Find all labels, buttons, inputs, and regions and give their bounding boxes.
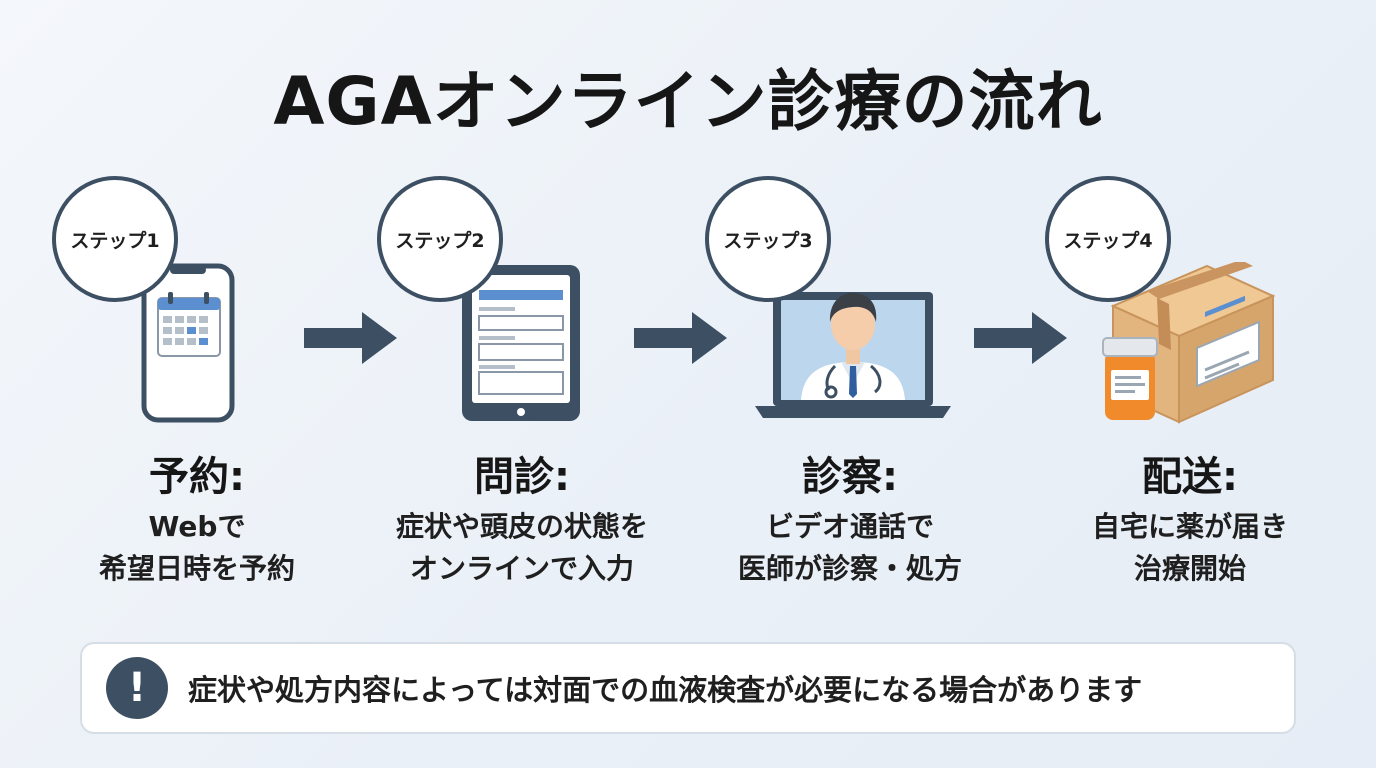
- step-3-heading: 診察:: [802, 454, 898, 500]
- arrow-right-icon: [634, 312, 727, 364]
- step-4: ステップ4 配送: 自宅に薬が届き 治療開始: [1045, 176, 1335, 596]
- step-4-badge: ステップ4: [1045, 176, 1171, 302]
- step-1-heading: 予約:: [149, 454, 245, 500]
- step-3-line-1: ビデオ通話で: [765, 510, 934, 543]
- step-3-description: ビデオ通話で 医師が診察・処方: [705, 506, 995, 590]
- step-3-badge: ステップ3: [705, 176, 831, 302]
- notice-text: 症状や処方内容によっては対面での血液検査が必要になる場合があります: [188, 673, 1143, 707]
- step-2: ステップ2 問診: 症状や頭皮の状態を オンラインで入力: [377, 176, 667, 596]
- step-2-line-2: オンラインで入力: [409, 552, 634, 585]
- smartphone-calendar-icon: [141, 263, 235, 423]
- step-1-line-2: 希望日時を予約: [98, 552, 295, 585]
- step-4-line-2: 治療開始: [1133, 552, 1246, 585]
- laptop-doctor-icon: [755, 292, 951, 418]
- package-medicine-icon: [1102, 262, 1276, 424]
- arrow-right-icon: [304, 312, 397, 364]
- step-2-description: 症状や頭皮の状態を オンラインで入力: [377, 506, 667, 590]
- step-1-description: Webで 希望日時を予約: [52, 506, 342, 590]
- step-1: ステップ1 予約: Webで 希望日時を予約: [52, 176, 342, 596]
- step-4-line-1: 自宅に薬が届き: [1091, 510, 1288, 543]
- step-1-badge: ステップ1: [52, 176, 178, 302]
- exclamation-icon: !: [106, 657, 168, 719]
- notice-banner: ! 症状や処方内容によっては対面での血液検査が必要になる場合があります: [80, 642, 1296, 734]
- step-4-description: 自宅に薬が届き 治療開始: [1045, 506, 1335, 590]
- step-1-line-1: Webで: [148, 510, 246, 543]
- tablet-form-icon: [462, 265, 580, 421]
- step-2-badge: ステップ2: [377, 176, 503, 302]
- step-2-line-1: 症状や頭皮の状態を: [395, 510, 648, 543]
- page-title: AGAオンライン診療の流れ: [273, 63, 1103, 140]
- step-3: ステップ3 診察: ビデオ通話で 医師が診察・処方: [705, 176, 995, 596]
- step-2-heading: 問診:: [474, 454, 570, 500]
- arrow-right-icon: [974, 312, 1067, 364]
- step-4-heading: 配送:: [1142, 454, 1238, 500]
- step-3-line-2: 医師が診察・処方: [737, 552, 962, 585]
